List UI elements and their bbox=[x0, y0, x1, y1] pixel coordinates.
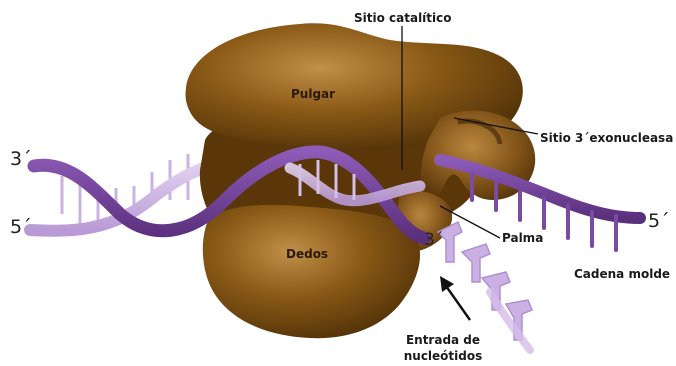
end-3-primer-label: 3´ bbox=[424, 232, 443, 249]
end-3-left-label: 3´ bbox=[10, 150, 32, 169]
thumb-label: Pulgar bbox=[291, 88, 335, 100]
nucleotide-entry-line1: Entrada de bbox=[388, 332, 498, 348]
nucleotide-entry-line2: nucleótidos bbox=[388, 348, 498, 364]
end-5-left-label: 5´ bbox=[10, 218, 32, 237]
template-strand-label: Cadena molde bbox=[574, 268, 670, 280]
nucleotide-entry-label: Entrada de nucleótidos bbox=[388, 332, 498, 364]
end-5-right-label: 5´ bbox=[648, 212, 670, 231]
nucleotide-entry-arrow bbox=[440, 276, 470, 320]
palm-label: Palma bbox=[502, 232, 543, 244]
catalytic-site-label: Sitio catalítico bbox=[354, 12, 452, 24]
fingers-label: Dedos bbox=[286, 248, 328, 260]
exonuclease-site-label: Sitio 3´exonucleasa bbox=[540, 132, 673, 144]
fingers-domain bbox=[203, 205, 420, 338]
